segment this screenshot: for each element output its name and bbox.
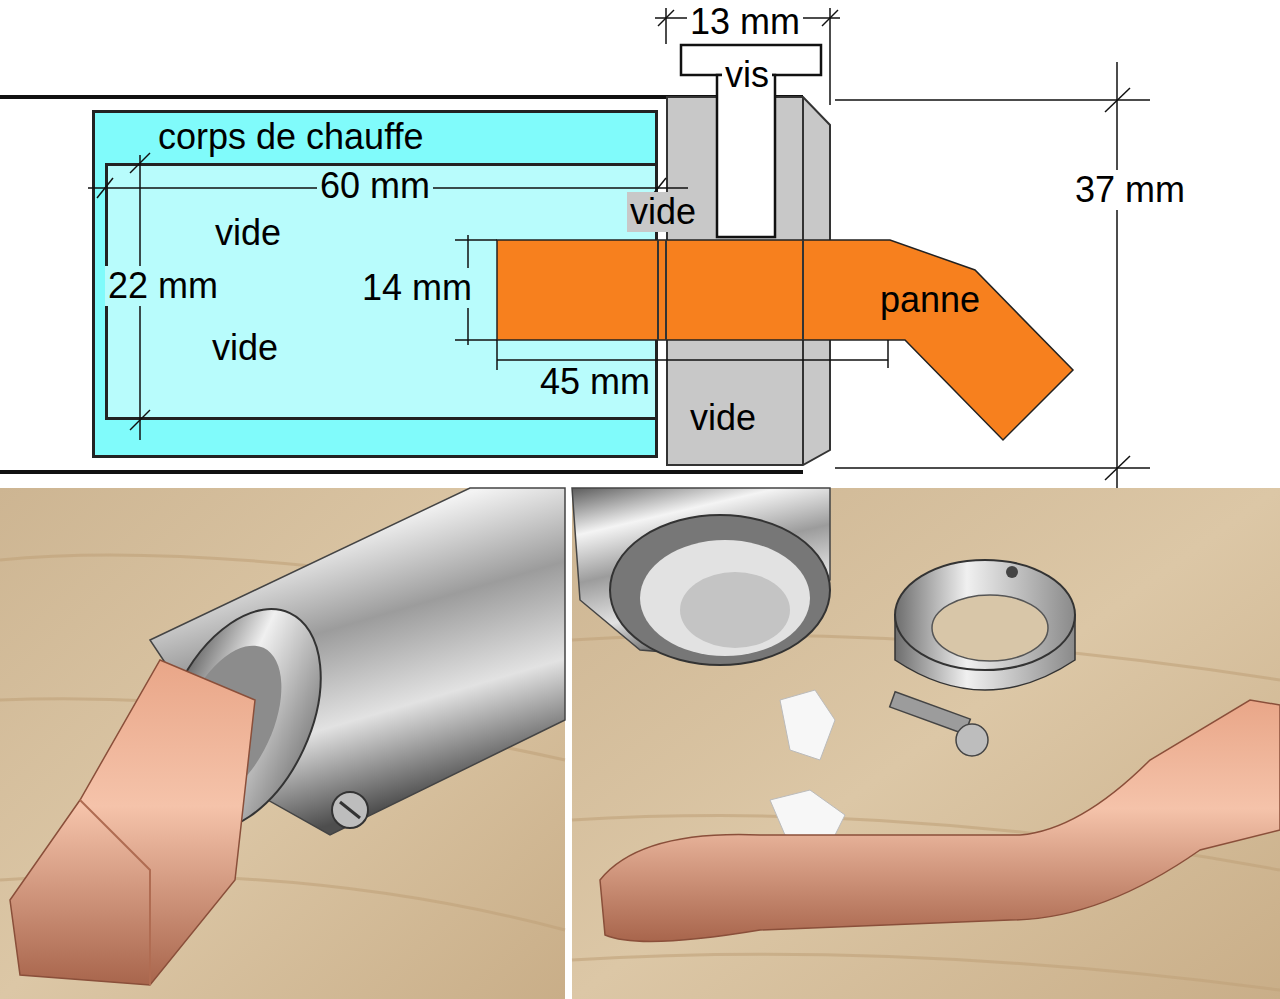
dimension-line bbox=[1116, 62, 1118, 488]
dimension-tick bbox=[130, 153, 150, 173]
soldering-tip: panne bbox=[497, 240, 1077, 444]
dimension-group bbox=[88, 8, 1150, 488]
dimension-label: 60 mm bbox=[317, 166, 433, 206]
wood-grain bbox=[572, 635, 1280, 990]
dimension-tick bbox=[130, 410, 150, 430]
dimension-line bbox=[496, 340, 498, 370]
screw-slot bbox=[340, 802, 360, 818]
dimension-label: 22 mm bbox=[105, 266, 221, 306]
node-text: vide bbox=[215, 213, 281, 253]
tube-opening bbox=[610, 515, 830, 665]
node-text: vide bbox=[212, 328, 278, 368]
tip-facet bbox=[80, 800, 150, 985]
cap-ring bbox=[895, 560, 1075, 670]
node-text: vide bbox=[627, 192, 699, 232]
dimension-line bbox=[467, 235, 469, 345]
dimension-tick bbox=[650, 178, 666, 198]
ceramic-fragment bbox=[780, 690, 835, 760]
dimension-tick bbox=[658, 10, 674, 26]
ceramic-core bbox=[640, 540, 810, 656]
screw: vis bbox=[680, 44, 822, 240]
screw-shaft bbox=[717, 75, 775, 237]
soldering-tip-outline bbox=[497, 240, 1077, 444]
chrome-tube bbox=[572, 488, 830, 660]
hidden-edges bbox=[658, 240, 803, 340]
loose-screw-head bbox=[956, 724, 988, 756]
dimension-line bbox=[655, 17, 840, 19]
dimension-line bbox=[829, 8, 831, 105]
photo-right bbox=[572, 488, 1280, 999]
node-text: vide bbox=[690, 398, 756, 438]
dimension-tick bbox=[1105, 88, 1130, 112]
dimension-line bbox=[497, 359, 888, 361]
node-text: corps de chauffe bbox=[158, 117, 424, 157]
hidden-edge bbox=[802, 240, 804, 340]
dimension-line bbox=[455, 339, 497, 341]
hidden-edge bbox=[657, 240, 659, 340]
loose-screw bbox=[890, 692, 971, 734]
dimension-tick bbox=[822, 10, 838, 26]
copper-tip bbox=[10, 660, 255, 985]
bent-copper-tip bbox=[600, 700, 1280, 941]
dimension-line bbox=[455, 239, 497, 241]
wood-table bbox=[0, 488, 565, 999]
cap-hole bbox=[932, 595, 1048, 661]
cap-screw-hole bbox=[1006, 566, 1018, 578]
dimension-label: 14 mm bbox=[359, 268, 475, 308]
dimension-line bbox=[835, 467, 1150, 469]
dimension-tick bbox=[1105, 456, 1130, 480]
dimension-line bbox=[665, 8, 667, 44]
ceramic-hollow bbox=[680, 572, 790, 648]
dimension-label: 13 mm bbox=[687, 2, 803, 42]
screw-head bbox=[332, 792, 368, 828]
photo-left bbox=[0, 488, 565, 999]
dimension-label: 45 mm bbox=[537, 362, 653, 402]
dimension-line bbox=[88, 187, 688, 189]
dimension-tick bbox=[97, 178, 113, 198]
node-text: panne bbox=[880, 280, 980, 320]
tip-body bbox=[497, 240, 1073, 440]
hidden-edge bbox=[665, 240, 667, 340]
dimension-line bbox=[835, 99, 1150, 101]
node-text: vis bbox=[722, 55, 772, 95]
dimension-line bbox=[887, 340, 889, 368]
housing-line bbox=[0, 470, 803, 474]
dimension-label: 37 mm bbox=[1072, 170, 1188, 210]
wood-table bbox=[572, 488, 1280, 999]
dimension-line bbox=[139, 155, 141, 440]
